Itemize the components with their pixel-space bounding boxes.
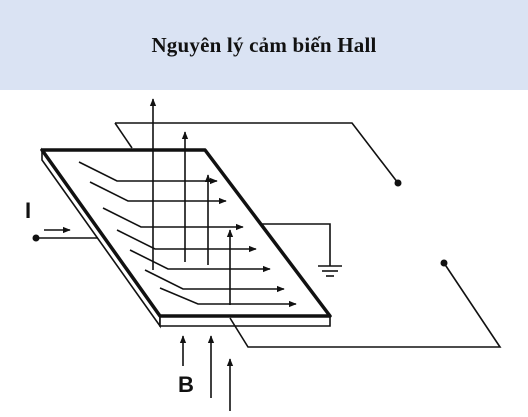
lower-terminal (440, 259, 448, 267)
plate-top (40, 148, 332, 318)
field-lines-through (149, 98, 234, 305)
lower-wire (229, 262, 502, 348)
electron-paths (78, 161, 297, 308)
upper-wire-stub (114, 122, 133, 149)
upper-wire (115, 122, 399, 184)
upper-terminal (394, 179, 402, 187)
current-label: I (25, 198, 31, 223)
field-lines-below (179, 335, 234, 411)
ground-wire (262, 223, 331, 266)
hall-sensor-diagram: I B (25, 98, 502, 411)
page-title: Nguyên lý cảm biến Hall (151, 32, 377, 57)
title-bar: Nguyên lý cảm biến Hall (0, 0, 528, 90)
field-label: B (178, 372, 194, 397)
current-terminal (32, 234, 40, 242)
